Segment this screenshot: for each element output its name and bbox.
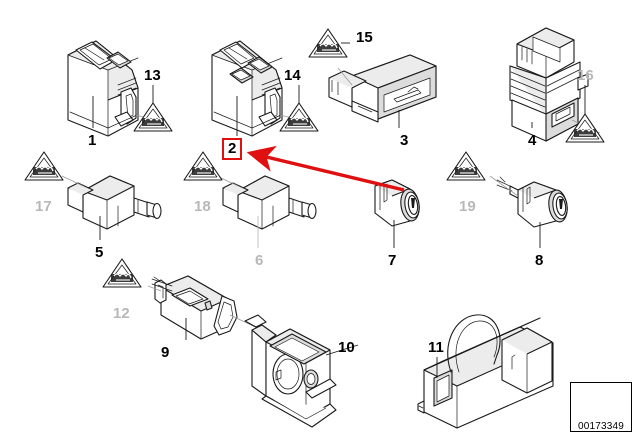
callout-4: 4 xyxy=(528,132,537,149)
logo-box xyxy=(570,382,632,432)
callout-3: 3 xyxy=(400,132,409,149)
callout-9: 9 xyxy=(161,344,170,361)
warning-icon-16 xyxy=(565,113,605,143)
part-3-switch-module xyxy=(328,42,437,128)
callout-19: 19 xyxy=(459,198,476,215)
warning-icon-14 xyxy=(279,102,319,132)
callout-15: 15 xyxy=(356,29,373,46)
part-2-window-switch xyxy=(211,40,313,137)
part-10-mounting-bracket xyxy=(244,314,359,428)
callout-13: 13 xyxy=(144,67,161,84)
highlight-arrow xyxy=(246,145,405,192)
callout-2-highlighted[interactable]: 2 xyxy=(222,138,243,160)
callout-6: 6 xyxy=(255,252,264,269)
callout-12: 12 xyxy=(113,305,130,322)
callout-17: 17 xyxy=(35,198,52,215)
part-5-sensor-plug xyxy=(61,175,162,240)
diagram-id-number: 00173349 xyxy=(577,421,625,432)
callout-7: 7 xyxy=(388,252,397,269)
warning-icon-12 xyxy=(102,258,142,288)
callout-1: 1 xyxy=(88,132,97,149)
part-4-connector-block xyxy=(509,27,601,142)
callout-5: 5 xyxy=(95,244,104,261)
callout-11: 11 xyxy=(428,339,444,356)
callout-16: 16 xyxy=(577,67,594,84)
warning-icons-group xyxy=(24,28,605,288)
callout-18: 18 xyxy=(194,198,211,215)
part-8-lock-cylinder xyxy=(489,175,568,248)
callout-14: 14 xyxy=(284,67,301,84)
callout-10: 10 xyxy=(338,339,355,356)
warning-icon-19 xyxy=(446,151,486,181)
part-9-cylinder-housing xyxy=(147,275,269,340)
warning-icon-15 xyxy=(308,28,348,58)
part-7-lock-cylinder xyxy=(374,179,420,248)
warning-icon-17 xyxy=(24,151,64,181)
callout-8: 8 xyxy=(535,252,544,269)
part-1-window-switch xyxy=(67,40,168,137)
part-6-sensor-plug xyxy=(216,175,317,248)
warning-icon-13 xyxy=(133,102,173,132)
warning-icon-18 xyxy=(183,151,223,181)
part-11-control-unit xyxy=(417,314,554,429)
